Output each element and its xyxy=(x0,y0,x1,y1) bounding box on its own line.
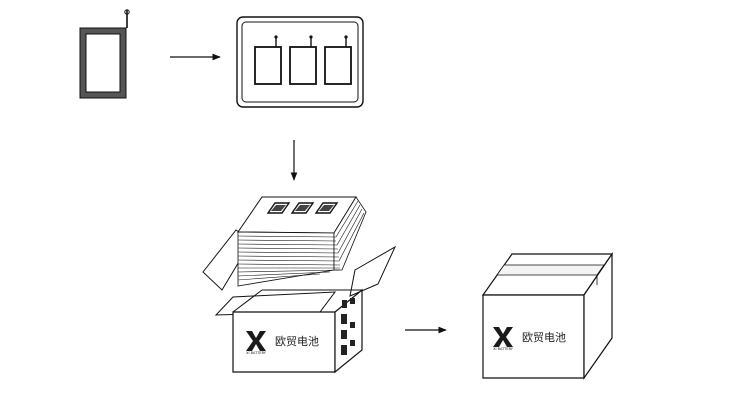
sealed-shipping-box: XI BATTERY 欧贸电池 xyxy=(481,252,614,380)
single-battery-cell xyxy=(79,9,130,99)
tray-cell-1 xyxy=(254,35,282,85)
tape-strip xyxy=(496,264,605,276)
brand-logo-open-box: XI BATTERY 欧贸电池 xyxy=(246,331,319,355)
brand-cn-text: 欧贸电池 xyxy=(275,335,319,348)
brand-cn-text: 欧贸电池 xyxy=(522,331,566,344)
top-tray-cells xyxy=(266,202,339,214)
brand-x-logo xyxy=(246,331,266,351)
tray-cell-2 xyxy=(289,35,317,85)
brand-x-logo xyxy=(493,327,513,347)
brand-sub-text: XI BATTERY xyxy=(246,351,267,355)
brand-sub-text: XI BATTERY xyxy=(493,347,514,351)
brand-logo-sealed-box: XI BATTERY 欧贸电池 xyxy=(493,327,566,351)
box-side-markings xyxy=(341,298,355,355)
open-box-stacked-trays: XI BATTERY 欧贸电池 xyxy=(202,196,397,374)
tray-stack xyxy=(237,196,367,287)
tray-with-three-cells xyxy=(236,16,364,108)
tray-cell-3 xyxy=(324,35,352,85)
